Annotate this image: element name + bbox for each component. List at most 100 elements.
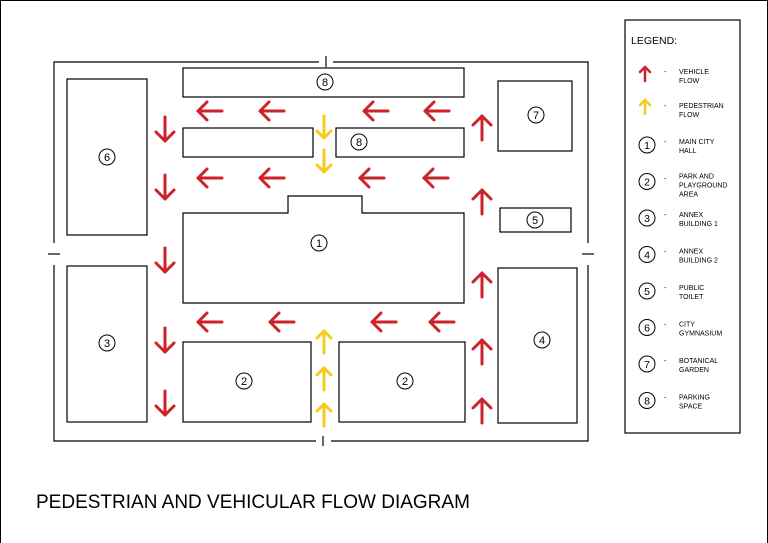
site-boundary <box>48 56 594 446</box>
legend-item-label: PUBLIC <box>679 285 704 292</box>
legend-item-label: ANNEX <box>679 249 703 256</box>
legend-number-badge <box>638 246 656 263</box>
label-annex-2: 4 <box>533 331 551 349</box>
svg-text:2: 2 <box>402 376 408 388</box>
legend-number-badge <box>638 355 656 373</box>
label-gymnasium: 6 <box>98 148 116 166</box>
vehicle-arrow-down <box>154 326 176 354</box>
legend-item-label: SPACE <box>679 404 703 411</box>
legend-item-label: PARK AND <box>679 174 714 181</box>
vehicle-arrow-left <box>422 167 450 189</box>
legend-number-badge <box>638 136 656 154</box>
legend-number: 1 <box>644 140 650 152</box>
vehicle-arrow-left <box>370 311 398 333</box>
legend-dash: - <box>664 395 667 402</box>
vehicle-arrow-left <box>428 311 456 333</box>
svg-text:1: 1 <box>316 238 322 250</box>
label-toilet: 5 <box>526 211 544 229</box>
svg-text:8: 8 <box>322 77 328 89</box>
vehicle-arrow-left <box>358 167 386 189</box>
legend-number-badge <box>638 392 656 409</box>
vehicle-arrow-left <box>258 167 286 189</box>
parking-strip-left <box>182 127 314 158</box>
vehicle-arrow-up <box>471 271 493 299</box>
page-title: PEDESTRIAN AND VEHICULAR FLOW DIAGRAM <box>36 492 470 513</box>
vehicle-arrow-down <box>154 246 176 274</box>
svg-text:4: 4 <box>539 335 545 347</box>
legend-dash: - <box>664 249 667 256</box>
legend-dash: - <box>664 285 667 292</box>
legend-item-label: AREA <box>679 192 698 199</box>
vehicle-arrow-left <box>362 100 390 122</box>
legend-dash: - <box>664 176 667 183</box>
vehicle-arrow-left <box>423 100 451 122</box>
legend-number: 6 <box>644 323 650 335</box>
legend-pedestrian-label: PEDESTRIAN <box>679 103 724 110</box>
legend-number: 8 <box>644 396 650 408</box>
label-botanical: 7 <box>527 106 545 124</box>
legend-number-badge <box>638 319 656 336</box>
vehicle-arrow-left <box>268 311 296 333</box>
legend-number-badge <box>638 173 656 190</box>
vehicle-arrow-left <box>196 100 224 122</box>
pedestrian-flow-arrows <box>315 114 333 428</box>
label-parking-top: 8 <box>316 73 334 91</box>
legend-item: 8 - PARKING SPACE <box>638 392 710 411</box>
legend-item-label: TOILET <box>679 294 704 301</box>
building-labels: 8 8 7 6 5 1 3 4 <box>98 73 551 390</box>
legend-item-label: HALL <box>679 148 697 155</box>
label-city-hall: 1 <box>310 234 328 252</box>
pedestrian-arrow-up <box>315 402 333 428</box>
vehicle-arrow-up <box>471 338 493 366</box>
label-parking-mid: 8 <box>350 133 368 151</box>
svg-text:5: 5 <box>532 215 538 227</box>
legend-vehicle-label: VEHICLE <box>679 69 709 76</box>
legend-item-label: GARDEN <box>679 367 709 374</box>
legend-number: 4 <box>644 250 650 262</box>
legend-pedestrian-label: FLOW <box>679 112 700 119</box>
legend-arrow <box>638 65 652 83</box>
vehicle-arrow-down <box>154 115 176 143</box>
label-park-left: 2 <box>235 372 253 390</box>
legend-item-label: MAIN CITY <box>679 139 715 146</box>
legend-vehicle-arrow-icon <box>638 65 652 83</box>
legend-dash: - <box>664 322 667 329</box>
vehicle-arrow-up <box>471 188 493 216</box>
label-park-right: 2 <box>396 372 414 390</box>
legend-number: 2 <box>644 177 650 189</box>
legend-heading: LEGEND: <box>631 35 677 47</box>
vehicle-arrow-down <box>154 173 176 201</box>
vehicle-arrow-left <box>196 311 224 333</box>
legend-pedestrian-arrow-icon <box>638 98 652 116</box>
legend: LEGEND: - VEHICLE FLOW - PEDESTRIAN FLOW… <box>624 19 741 434</box>
legend-dash: - <box>664 358 667 365</box>
pedestrian-arrow-up <box>315 329 333 355</box>
svg-text:7: 7 <box>533 110 539 122</box>
svg-text:3: 3 <box>104 338 110 350</box>
legend-item-label: BUILDING 1 <box>679 221 718 228</box>
vehicle-arrow-up <box>471 397 493 425</box>
legend-dash: - <box>664 212 667 219</box>
pedestrian-arrow-down <box>315 114 333 140</box>
vehicle-arrow-down <box>154 389 176 417</box>
legend-dash: - <box>664 69 667 76</box>
legend-arrow <box>638 98 652 116</box>
legend-item-label: ANNEX <box>679 212 703 219</box>
legend-item-label: CITY <box>679 322 695 329</box>
legend-item-label: PARKING <box>679 395 710 402</box>
legend-dash: - <box>664 139 667 146</box>
legend-number: 3 <box>644 213 650 225</box>
svg-text:6: 6 <box>104 152 110 164</box>
vehicle-arrow-left <box>258 100 286 122</box>
legend-number-badge <box>638 209 656 227</box>
svg-text:8: 8 <box>356 137 362 149</box>
pedestrian-arrow-up <box>315 366 333 392</box>
legend-dash: - <box>664 103 667 110</box>
